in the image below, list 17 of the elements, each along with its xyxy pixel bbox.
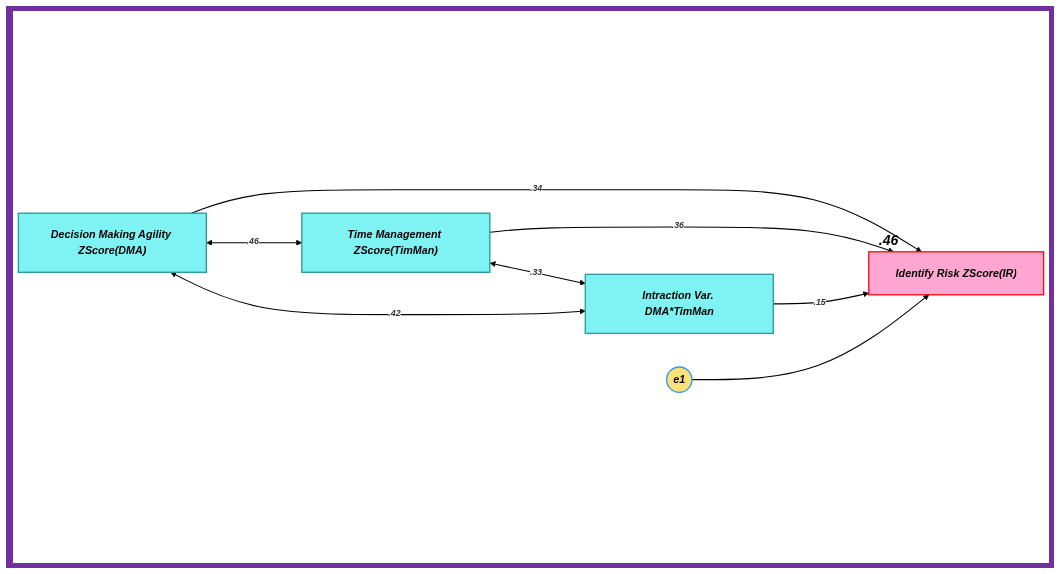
arrow bbox=[489, 226, 894, 253]
node-box bbox=[17, 212, 207, 273]
arrow bbox=[489, 261, 586, 286]
edge-label: .46 bbox=[246, 236, 259, 247]
edge-label: .34 bbox=[530, 183, 543, 194]
node-box bbox=[584, 273, 774, 335]
edge-label: .15 bbox=[813, 297, 826, 308]
edge-label: .42 bbox=[388, 307, 401, 318]
node-circle bbox=[665, 366, 693, 393]
arrow bbox=[190, 189, 922, 253]
arrow bbox=[691, 294, 930, 381]
edge-label: .33 bbox=[530, 266, 543, 277]
squared-multiple-correlation: .46 bbox=[878, 231, 899, 248]
node-box bbox=[868, 251, 1045, 296]
node-box bbox=[301, 212, 491, 273]
arrow bbox=[170, 272, 586, 316]
edge-label: .36 bbox=[671, 220, 684, 231]
